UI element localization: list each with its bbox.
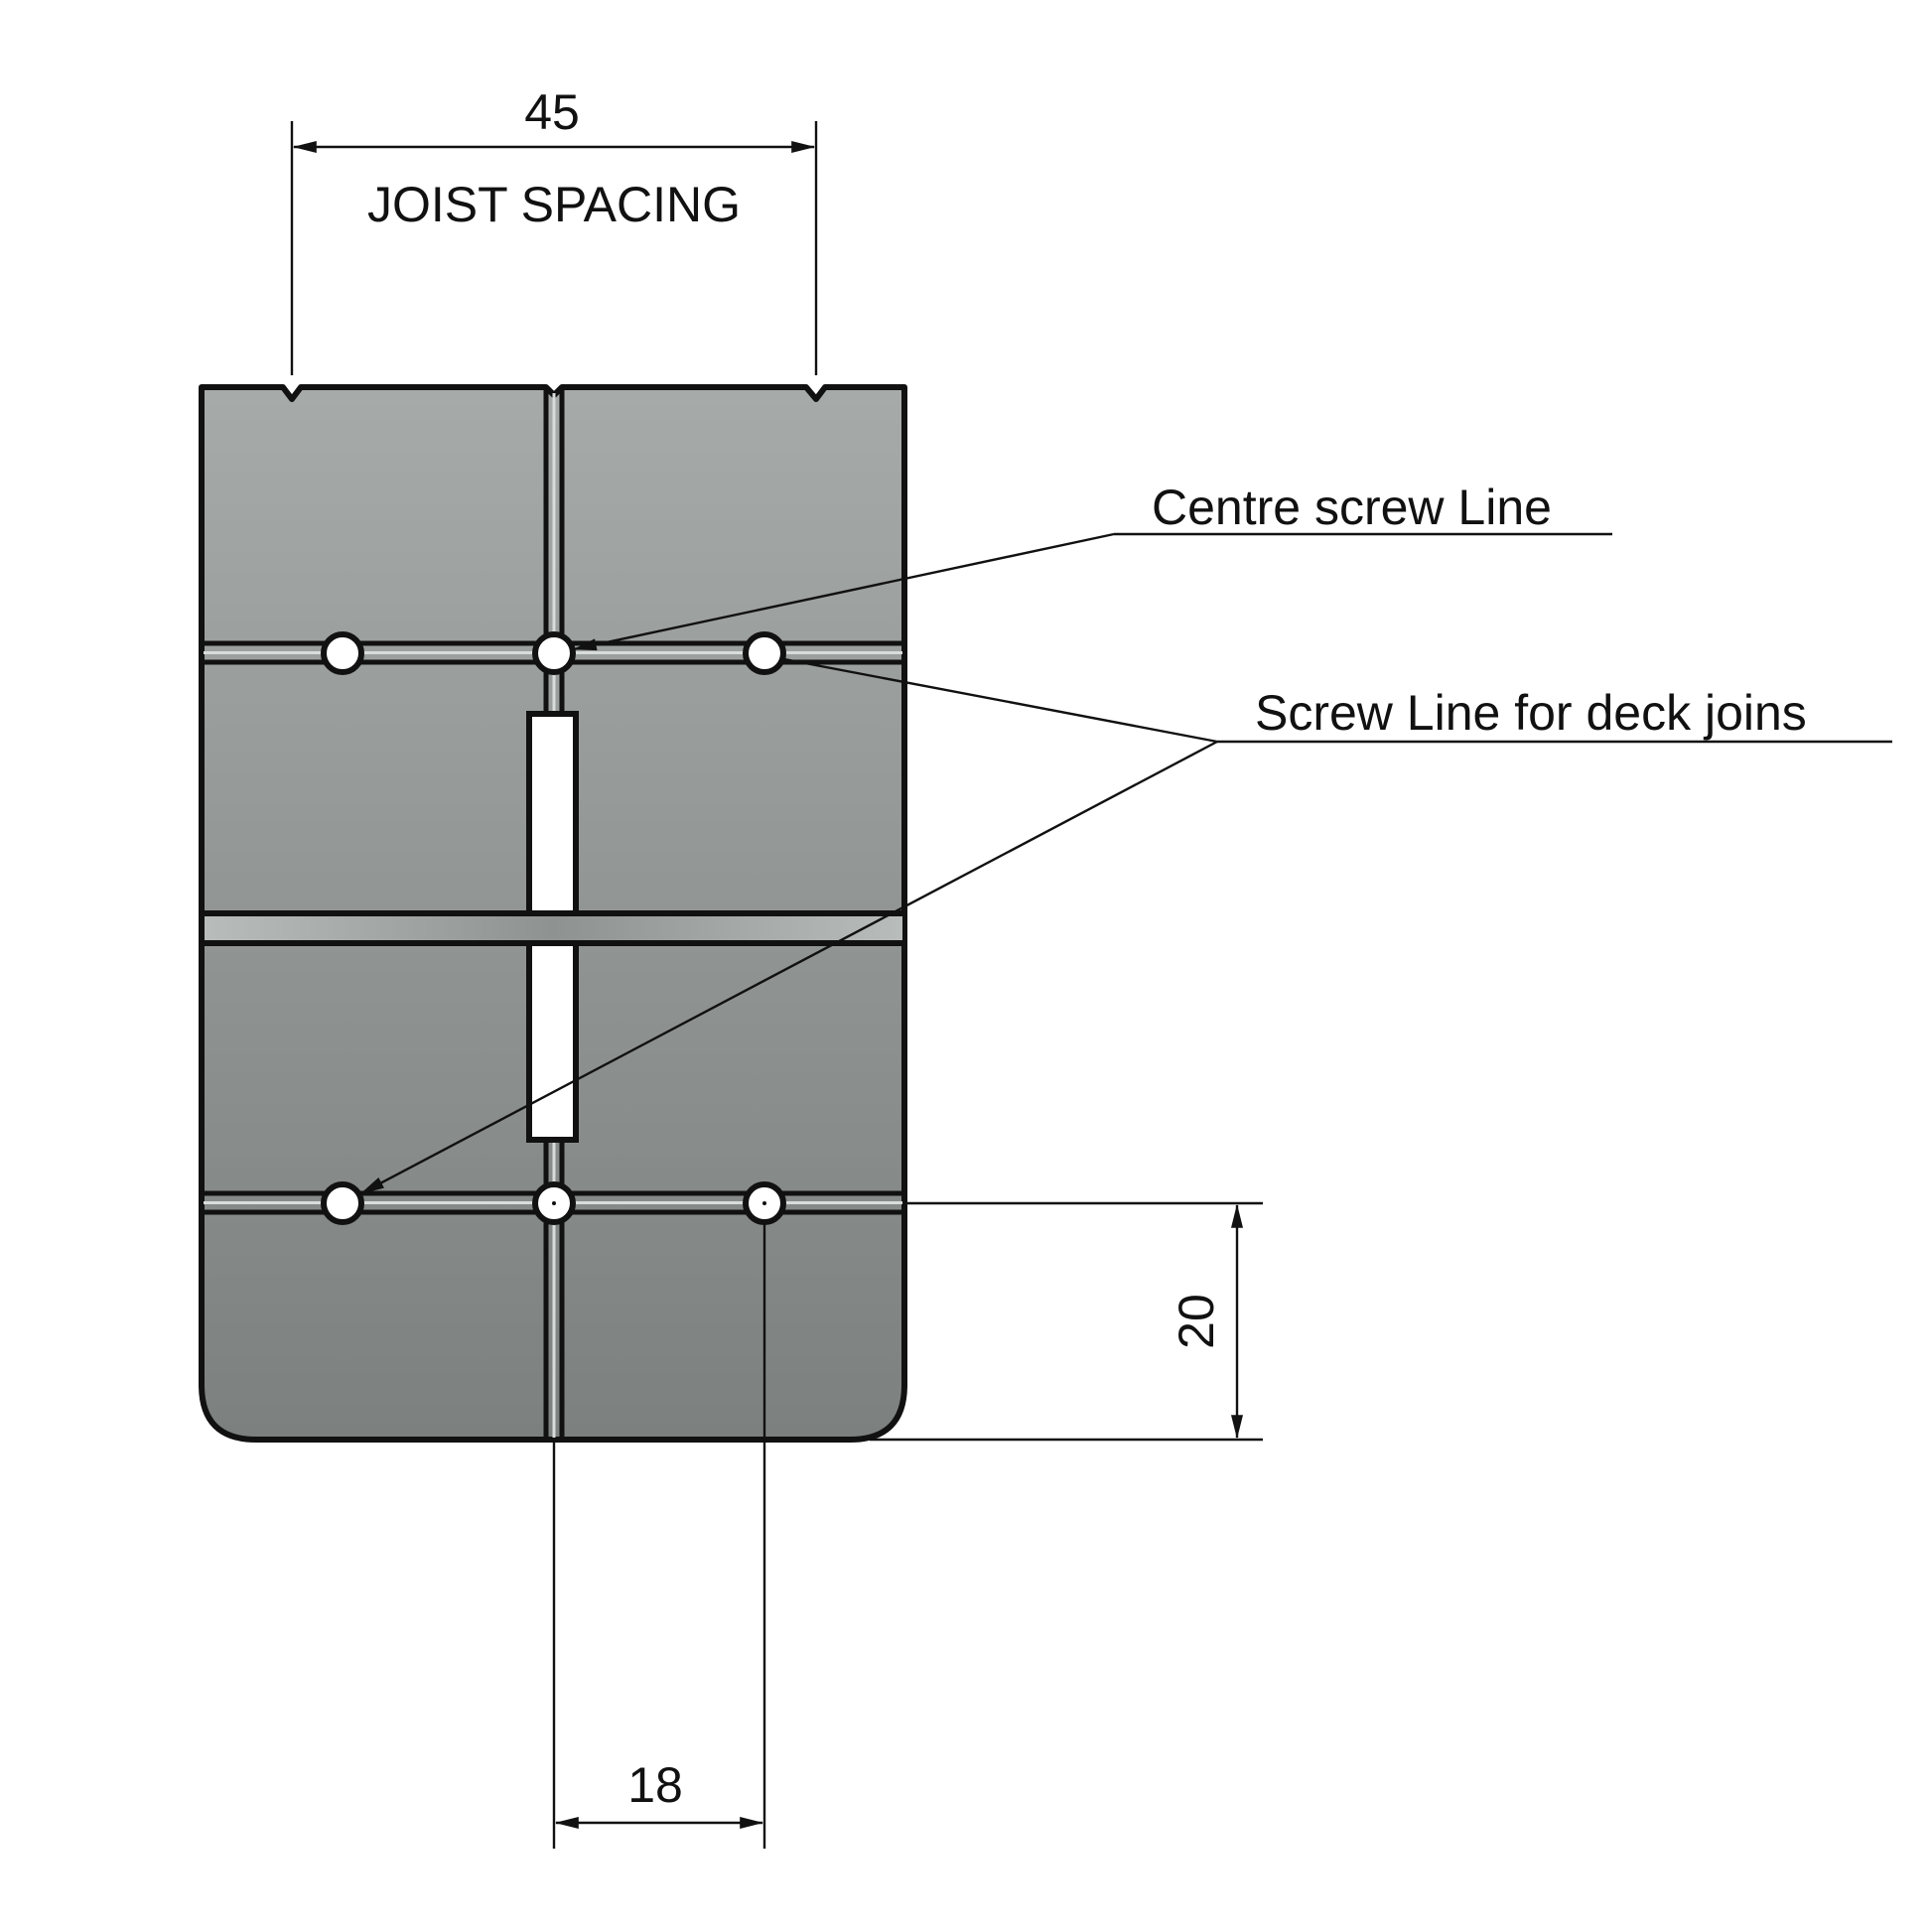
deck-callout-leader-upper (783, 657, 1218, 744)
lower-centre-slot (526, 940, 579, 1143)
upper-left-hole (321, 631, 364, 675)
screw-line-offset-dimension: 20 (870, 1201, 1263, 1442)
lower-centre-hole-mark (552, 1201, 556, 1205)
lower-right-hole-mark (762, 1201, 766, 1205)
upper-centre-hole (532, 631, 576, 675)
screw-line-offset-value: 20 (1169, 1294, 1224, 1349)
spacer-plate (199, 384, 907, 1443)
middle-channel (204, 910, 902, 946)
deck-callout-leader-lower (359, 740, 1218, 1195)
centre-screw-line-callout: Centre screw Line (572, 480, 1612, 651)
upper-centre-slot (526, 711, 579, 916)
upper-right-hole (743, 631, 786, 675)
deck-join-screw-line-callout: Screw Line for deck joins (359, 657, 1892, 1195)
joist-spacing-dimension: 45 JOIST SPACING (290, 84, 818, 375)
lower-left-hole (321, 1181, 364, 1225)
joist-spacing-value: 45 (524, 84, 580, 140)
centre-screw-line-label: Centre screw Line (1152, 480, 1552, 535)
hole-spacing-value: 18 (627, 1757, 683, 1813)
deck-join-screw-line-label: Screw Line for deck joins (1255, 685, 1807, 741)
hole-spacing-dimension: 18 (552, 1223, 766, 1849)
joist-spacing-label: JOIST SPACING (367, 177, 741, 232)
centre-callout-leader (572, 532, 1115, 651)
